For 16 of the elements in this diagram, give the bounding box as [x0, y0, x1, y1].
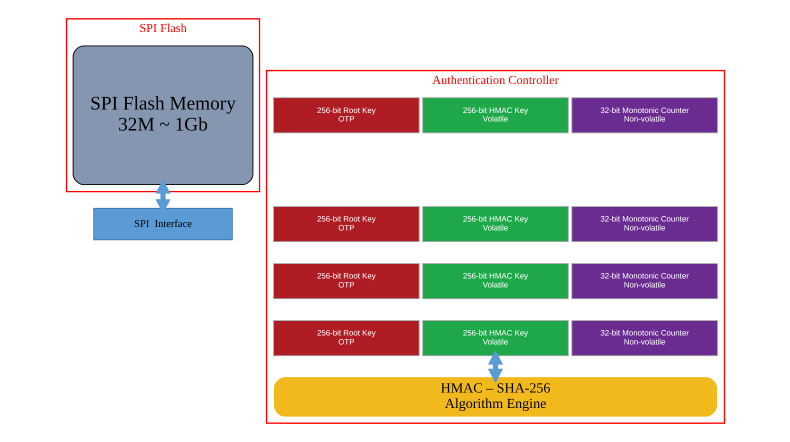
node-box: 32-bit Monotonic Counter Non-volatile	[570, 97, 718, 134]
node-box: 256-bit Root Key OTP	[272, 263, 420, 300]
node-box: 256-bit HMAC Key Volatile	[422, 320, 568, 356]
node-box: SPI Interface	[92, 208, 232, 240]
node-box: 256-bit HMAC Key Volatile	[422, 97, 568, 134]
node-box: 256-bit HMAC Key Volatile	[422, 263, 568, 300]
node-box: SPI Flash Memory 32M ~ 1Gb	[72, 46, 253, 186]
node-box: 256-bit Root Key OTP	[272, 320, 420, 356]
node-box: 256-bit Root Key OTP	[272, 97, 420, 134]
node-box: 256-bit Root Key OTP	[272, 206, 420, 242]
node-box: 32-bit Monotonic Counter Non-volatile	[570, 263, 718, 300]
node-box: 256-bit HMAC Key Volatile	[422, 206, 568, 242]
node-box: HMAC – SHA-256 Algorithm Engine	[274, 377, 717, 417]
node-box: 32-bit Monotonic Counter Non-volatile	[570, 320, 718, 356]
node-box: 32-bit Monotonic Counter Non-volatile	[570, 206, 718, 242]
arrow	[487, 350, 503, 384]
